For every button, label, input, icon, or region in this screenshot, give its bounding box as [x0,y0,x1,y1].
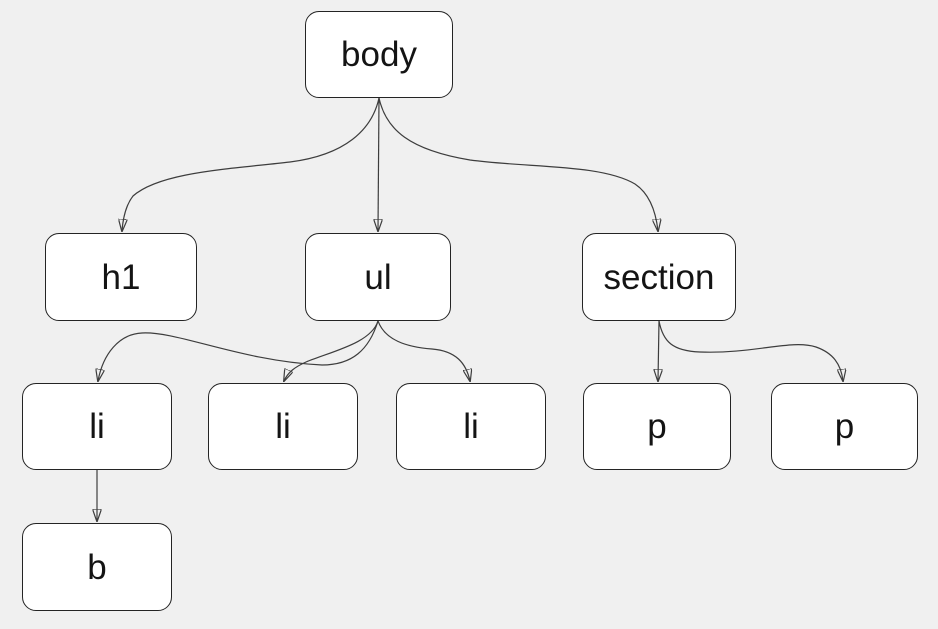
node-section: section [582,233,736,321]
edge-body-ul [378,97,379,231]
node-p-2-label: p [834,407,855,446]
node-ul: ul [305,233,451,321]
node-li-1-label: li [89,407,105,446]
node-p-1-label: p [647,407,667,446]
edge-ul-li1 [98,320,379,381]
edge-body-section [378,97,658,231]
node-body-label: body [341,35,417,74]
node-li-2: li [208,383,358,470]
node-p-1: p [583,383,731,470]
node-ul-label: ul [364,257,392,297]
edge-section-p1 [658,320,659,381]
edge-ul-li2 [284,320,379,381]
node-h1: h1 [45,233,197,321]
node-body: body [305,11,453,98]
node-b-label: b [87,547,107,587]
node-li-2-label: li [275,407,291,446]
edge-section-p2 [658,320,843,381]
node-h1-label: h1 [101,257,141,297]
node-p-2: p [771,383,918,470]
edge-body-h1 [122,97,380,231]
edge-ul-li3 [377,320,470,381]
node-li-1: li [22,383,172,470]
node-section-label: section [603,257,715,297]
node-li-3: li [396,383,546,470]
node-b: b [22,523,172,611]
node-li-3-label: li [463,407,479,446]
